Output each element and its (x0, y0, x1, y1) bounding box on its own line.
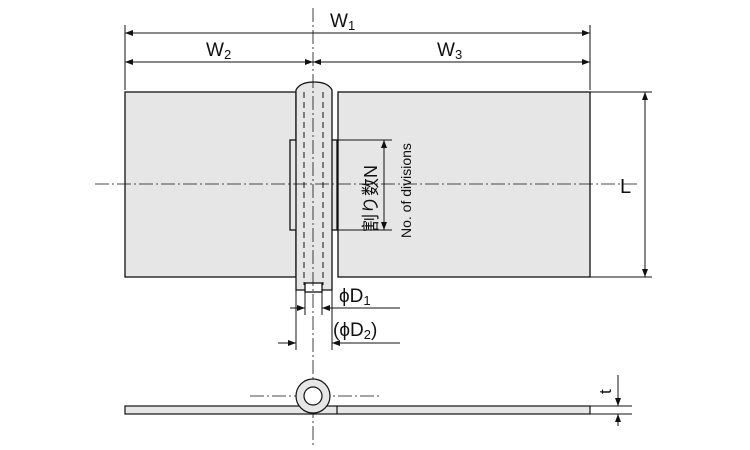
d1-label: ϕD1 (339, 286, 371, 308)
left-leaf (124, 91, 297, 278)
l-label: L (620, 176, 631, 198)
w1-label: W1 (330, 11, 355, 33)
divisions-label-en: No. of divisions (398, 143, 414, 238)
divisions-label-jp: 割り数N (361, 165, 381, 232)
right-leaf (337, 91, 591, 278)
w2-label: W2 (206, 40, 231, 62)
w3-label: W3 (437, 40, 462, 62)
side-view (124, 378, 591, 415)
d2-label: (ϕD2) (333, 320, 377, 342)
t-label: t (596, 389, 615, 394)
pin (295, 81, 333, 291)
